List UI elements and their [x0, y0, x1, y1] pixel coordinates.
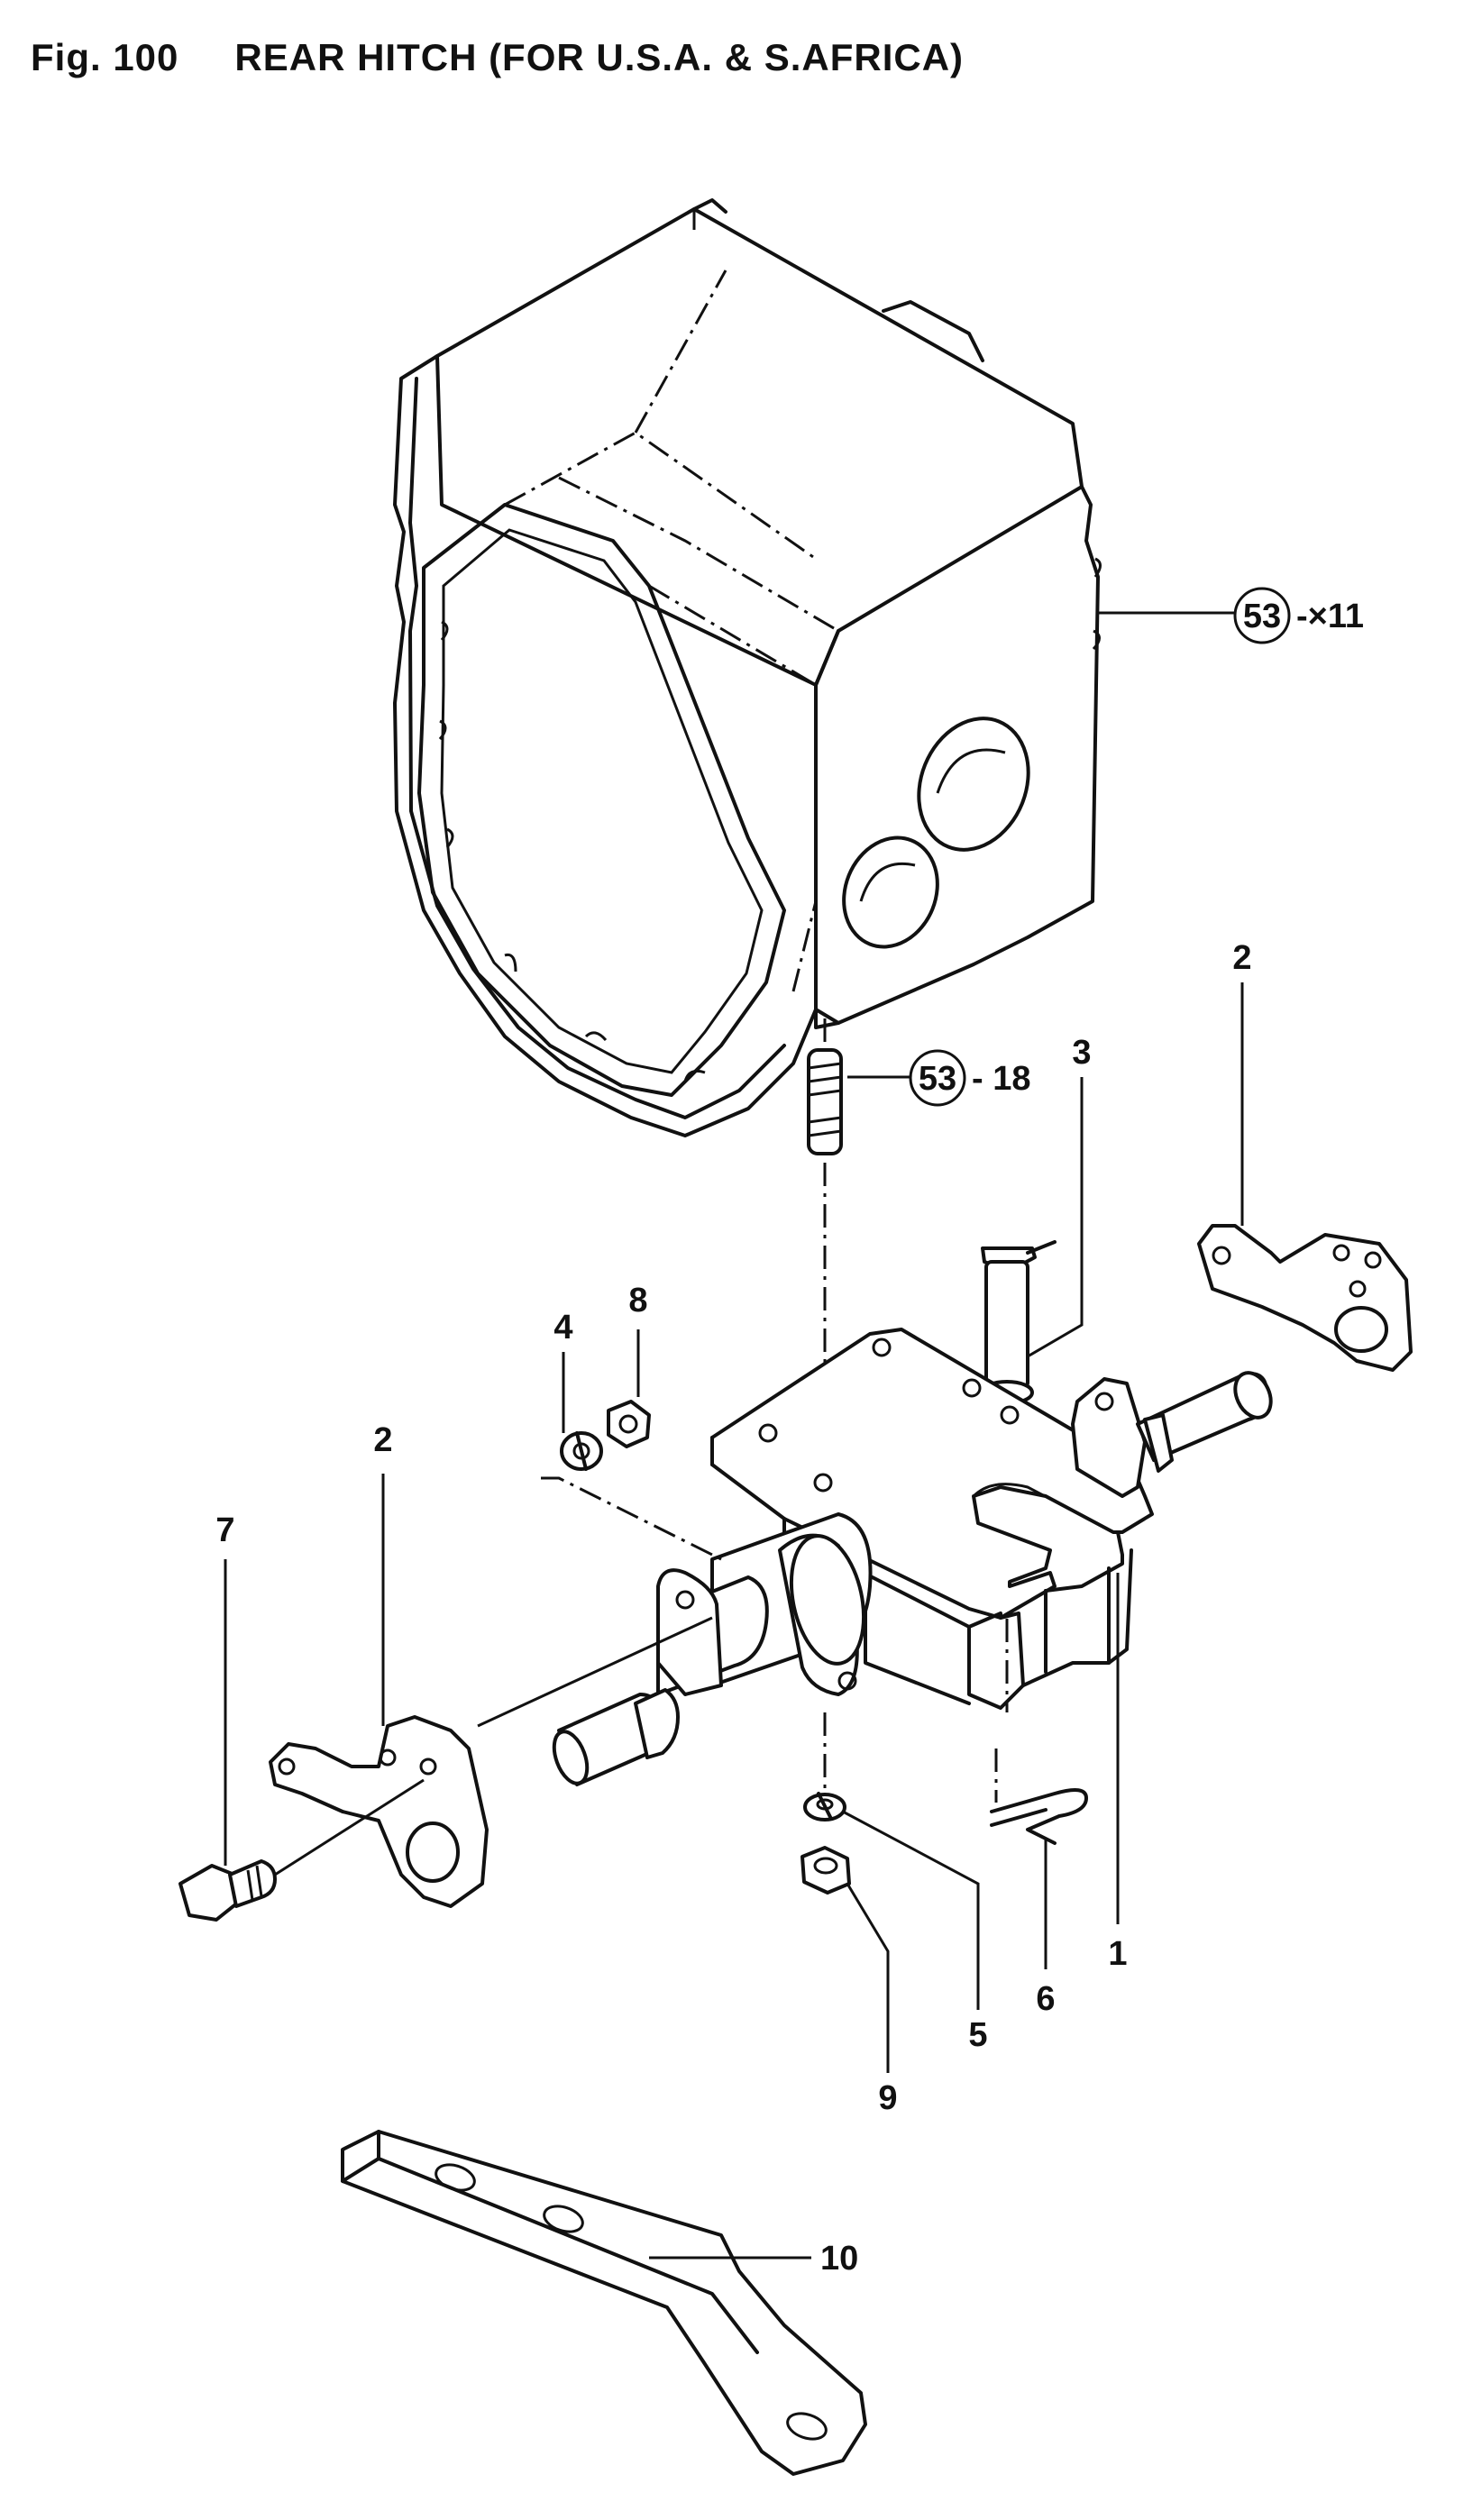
callout-6: 6 [1036, 1839, 1056, 2018]
callout-10: 10 [649, 2240, 858, 2278]
callout-9-label: 9 [878, 2079, 897, 2117]
figure-caption: REAR HITCH (FOR U.S.A. & S.AFRICA) [234, 36, 965, 78]
callout-53-18: 53 - 18 [847, 1049, 1030, 1107]
callout-2-right: 2 [1232, 939, 1252, 1226]
callout-53-18-suffix: - 18 [972, 1060, 1030, 1098]
callout-3: 3 [1027, 1034, 1092, 1358]
cross-shaft [477, 1476, 873, 1786]
bracket-left [269, 1715, 489, 1908]
callout-7-label: 7 [215, 1511, 234, 1549]
figure-number: Fig. 100 [31, 36, 179, 78]
bracket-right [1197, 1224, 1413, 1372]
callout-53-x11-suffix: -×11 [1296, 598, 1364, 635]
callout-53-18-ref: 53 [919, 1060, 956, 1098]
drawbar-10 [341, 2130, 867, 2476]
callout-9: 9 [846, 1883, 898, 2117]
callout-2-right-label: 2 [1232, 939, 1251, 977]
callout-4-label: 4 [553, 1309, 572, 1347]
callout-1: 1 [1108, 1573, 1128, 1973]
callout-1-label: 1 [1108, 1935, 1127, 1973]
snap-pin-6 [990, 1748, 1088, 1845]
callout-53-x11: 53 -×11 [1098, 587, 1364, 644]
lock-washer-4 [560, 1431, 603, 1471]
lock-washer-5 [803, 1712, 846, 1822]
callout-8: 8 [628, 1282, 648, 1397]
transmission-case [393, 198, 1102, 1137]
callout-5: 5 [842, 1810, 988, 2054]
nut-9 [800, 1846, 851, 1895]
nut-8 [607, 1400, 651, 1448]
callout-2-left: 2 [373, 1421, 393, 1726]
callout-5-label: 5 [968, 2016, 987, 2054]
figure-title: Fig. 100 REAR HITCH (FOR U.S.A. & S.AFRIC… [31, 36, 964, 79]
callout-6-label: 6 [1036, 1980, 1055, 2018]
callout-4: 4 [553, 1309, 573, 1433]
callout-7: 7 [215, 1511, 235, 1866]
callout-3-label: 3 [1072, 1034, 1091, 1072]
callout-10-label: 10 [820, 2240, 858, 2278]
callout-8-label: 8 [628, 1282, 647, 1319]
callout-53-x11-ref: 53 [1243, 598, 1281, 635]
bolt-7 [178, 1778, 425, 1922]
stud-bolt [807, 1018, 843, 1478]
callout-2-left-label: 2 [373, 1421, 392, 1459]
